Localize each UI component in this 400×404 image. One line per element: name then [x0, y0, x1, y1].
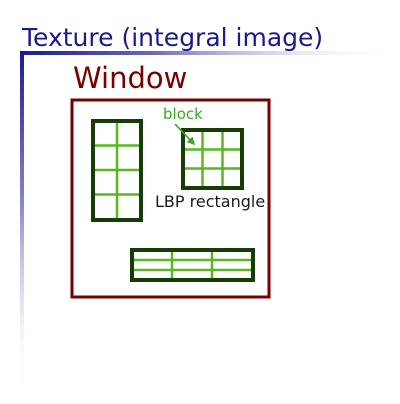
texture-left-border [20, 51, 24, 396]
lbp-rectangle-wide-frame [130, 248, 255, 282]
lbp-rectangle-square [181, 128, 244, 190]
block-arrow [174, 123, 196, 146]
lbp-rectangle-label: LBP rectangle [155, 192, 266, 211]
texture-title: Texture (integral image) [22, 23, 324, 52]
lbp-rectangle-tall [91, 119, 143, 222]
window-rectangle [70, 98, 271, 299]
lbp-rectangle-square-frame [181, 128, 244, 190]
block-label: block [163, 105, 203, 123]
texture-top-border [20, 51, 400, 55]
lbp-rectangle-wide [130, 248, 255, 282]
window-title: Window [73, 61, 188, 95]
lbp-rectangle-tall-frame [91, 119, 143, 222]
